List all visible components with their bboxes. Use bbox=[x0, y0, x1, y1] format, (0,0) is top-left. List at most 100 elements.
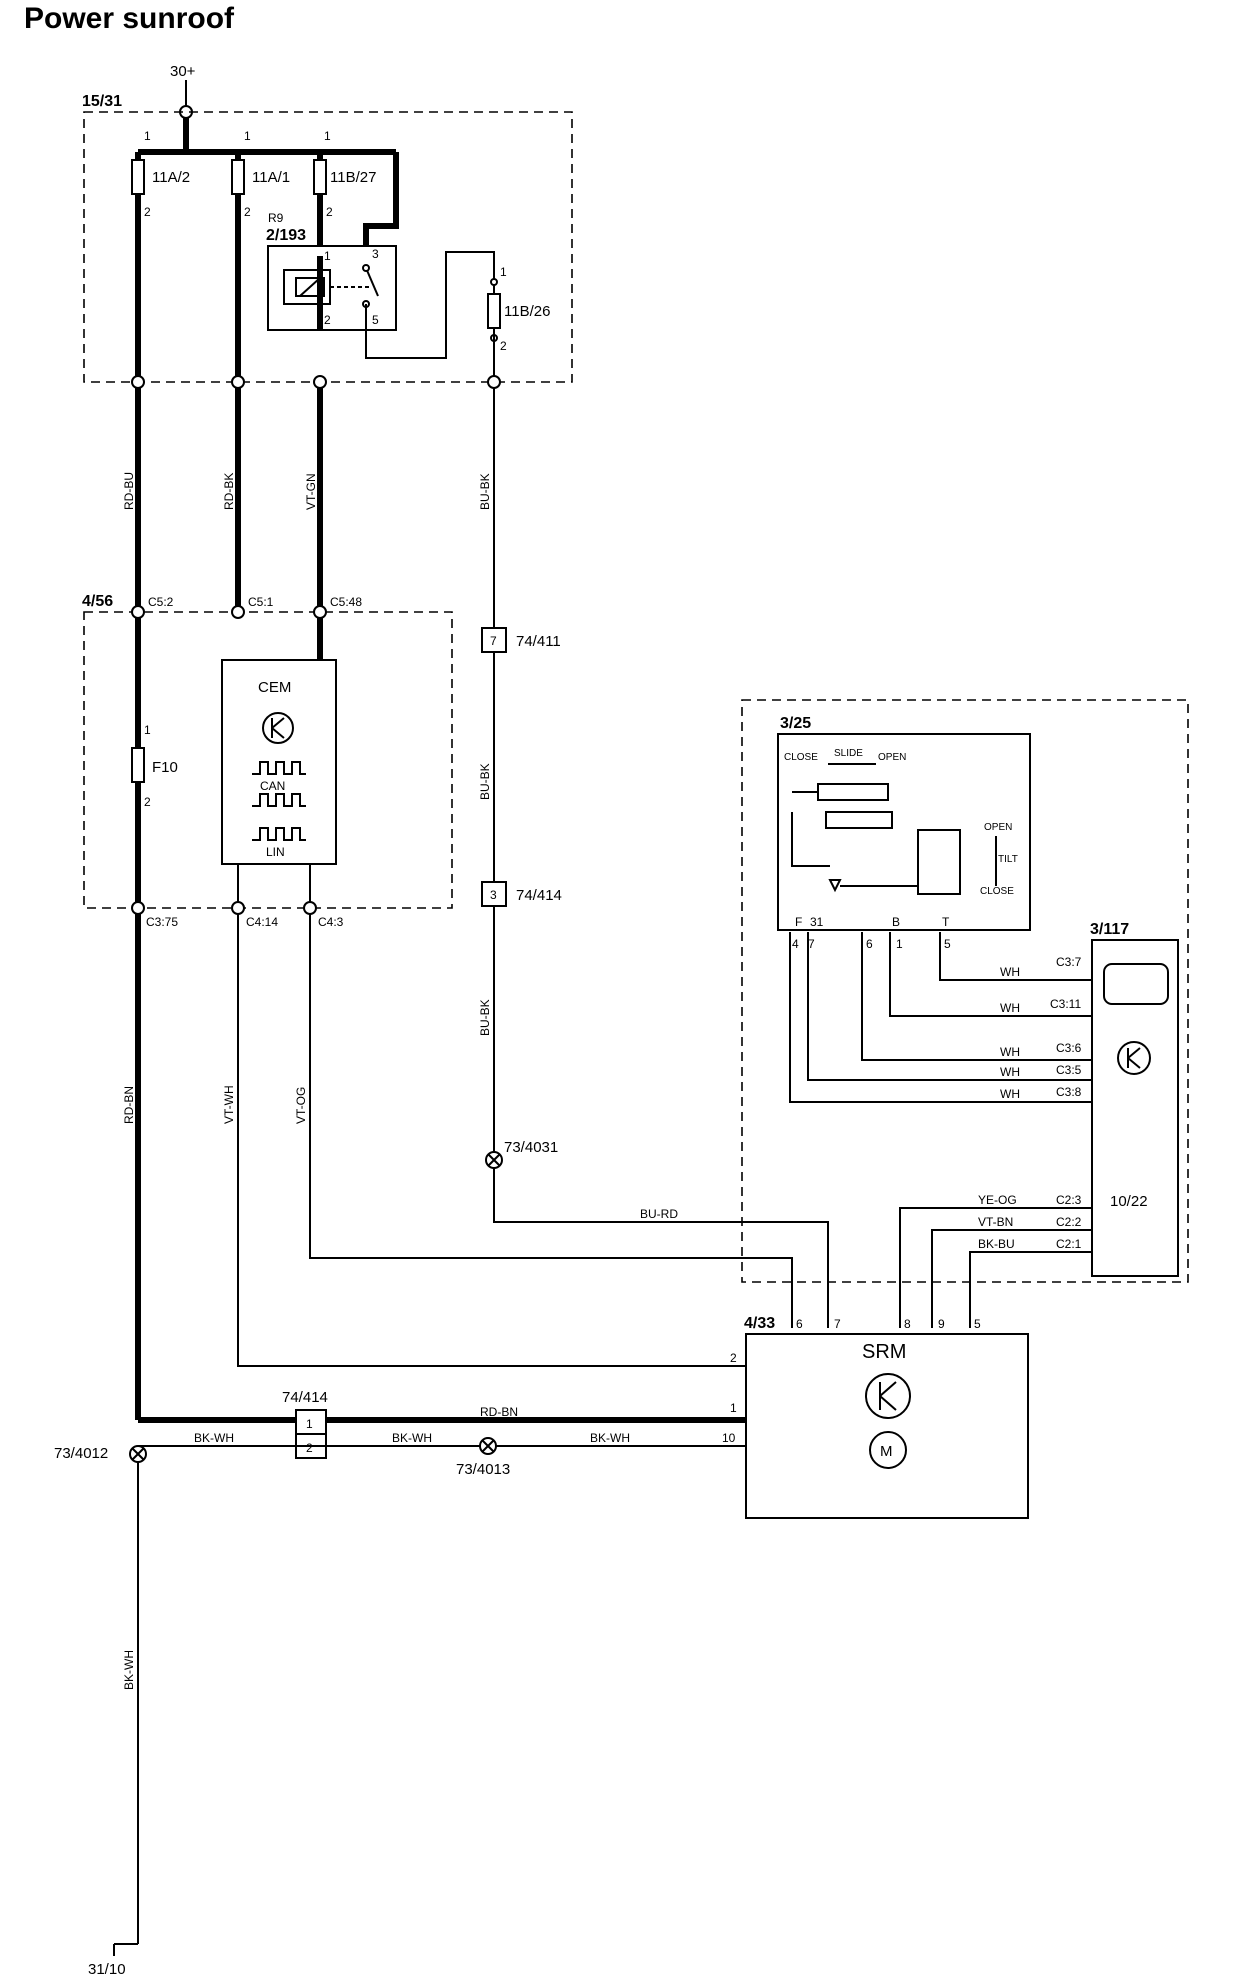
srm-pin-2: 2 bbox=[730, 1351, 737, 1365]
ground-73-4013-x2 bbox=[481, 1439, 495, 1453]
conn-c38: C3:8 bbox=[1056, 1085, 1082, 1099]
switch-3-25 bbox=[777, 733, 1031, 931]
led-icon bbox=[828, 879, 842, 893]
node-fb-4 bbox=[487, 375, 501, 389]
label-bk-wh-4: BK-WH bbox=[122, 1650, 136, 1690]
wire-wh-c38 bbox=[789, 932, 1092, 1103]
cem-ecu-icon bbox=[262, 712, 294, 744]
relay-coil-mark bbox=[299, 277, 321, 297]
label-wh-c38: WH bbox=[1000, 1087, 1020, 1101]
ground-73-4031-x2 bbox=[487, 1153, 501, 1167]
junction-74-411-label: 74/411 bbox=[516, 633, 561, 650]
page-title: Power sunroof bbox=[24, 2, 235, 35]
srm-ecu-line1 bbox=[879, 1381, 897, 1397]
fuse-11b27 bbox=[313, 159, 327, 195]
srm-ecu-line2 bbox=[879, 1395, 897, 1411]
lin-label: LIN bbox=[266, 845, 285, 859]
switch-internal-wire-1 bbox=[791, 812, 830, 867]
bus-pin-1c: 1 bbox=[324, 129, 331, 143]
conn-c37: C3:7 bbox=[1056, 955, 1082, 969]
wire-wh-c35 bbox=[807, 932, 1092, 1081]
label-rd-bu: RD-BU bbox=[122, 472, 136, 510]
node-fb-2 bbox=[231, 375, 245, 389]
label-bk-wh-1: BK-WH bbox=[194, 1431, 234, 1445]
conn-c375: C3:75 bbox=[146, 915, 178, 929]
relay-pin2: 2 bbox=[324, 313, 331, 327]
cem-boundary bbox=[83, 611, 453, 909]
label-bu-bk-2: BU-BK bbox=[478, 763, 492, 800]
motor-symbol: M bbox=[880, 1443, 893, 1460]
switch-pin-f: F bbox=[795, 915, 802, 929]
label-vt-gn: VT-GN bbox=[304, 473, 318, 510]
label-ye-og: YE-OG bbox=[978, 1193, 1017, 1207]
srm-ecu-icon bbox=[865, 1373, 911, 1419]
junction-74-414-top-label: 74/414 bbox=[516, 887, 562, 904]
label-wh-c37: WH bbox=[1000, 965, 1020, 979]
node-c43 bbox=[303, 901, 317, 915]
junction-74-414-bottom-label: 74/414 bbox=[282, 1389, 328, 1406]
node-c52 bbox=[131, 605, 145, 619]
junction-74-414-top bbox=[481, 881, 507, 907]
conn-c22: C2:2 bbox=[1056, 1215, 1082, 1229]
relay-contact bbox=[365, 267, 379, 297]
ground-73-4013-label: 73/4013 bbox=[456, 1461, 510, 1478]
relay-label: 2/193 bbox=[266, 227, 306, 244]
srm-box-label: 4/33 bbox=[744, 1315, 775, 1332]
wire-vt-og bbox=[309, 914, 793, 1328]
label-wh-c36: WH bbox=[1000, 1045, 1020, 1059]
ground-label: 31/10 bbox=[88, 1961, 126, 1978]
node-fb-1 bbox=[131, 375, 145, 389]
switch-pin-6: 6 bbox=[866, 937, 873, 951]
conn-c414: C4:14 bbox=[246, 915, 278, 929]
srm-pin-7: 7 bbox=[834, 1317, 841, 1331]
conn-c21: C2:1 bbox=[1056, 1237, 1082, 1251]
switch-pin-b: B bbox=[892, 915, 900, 929]
conn-c52: C5:2 bbox=[148, 595, 174, 609]
bus-pin-1a: 1 bbox=[144, 129, 151, 143]
switch-module-label: 3/117 bbox=[1090, 921, 1129, 938]
label-vt-wh: VT-WH bbox=[222, 1085, 236, 1124]
label-wh-c35: WH bbox=[1000, 1065, 1020, 1079]
label-wh-c311: WH bbox=[1000, 1001, 1020, 1015]
wire-bk-bu bbox=[969, 1251, 1092, 1328]
junction-bottom-pin2: 2 bbox=[306, 1441, 313, 1455]
fuse-11b26-label: 11B/26 bbox=[504, 303, 550, 320]
fuse-11a2-label: 11A/2 bbox=[152, 169, 190, 186]
fuse-11a1 bbox=[231, 159, 245, 195]
fuse-11b27-pin2: 2 bbox=[326, 205, 333, 219]
switch-label-close: CLOSE bbox=[784, 752, 818, 763]
label-bk-wh-2: BK-WH bbox=[392, 1431, 432, 1445]
conn-c51: C5:1 bbox=[248, 595, 274, 609]
wire-wh-c36 bbox=[861, 932, 1092, 1061]
srm-pin-9: 9 bbox=[938, 1317, 945, 1331]
wire-wh-c311 bbox=[889, 932, 1092, 1017]
relay-id: R9 bbox=[268, 211, 284, 225]
switch-pin-t: T bbox=[942, 915, 950, 929]
can-label: CAN bbox=[260, 779, 285, 793]
conn-c36: C3:6 bbox=[1056, 1041, 1082, 1055]
conn-c23: C2:3 bbox=[1056, 1193, 1082, 1207]
conn-c548: C5:48 bbox=[330, 595, 362, 609]
wire-wh-c37 bbox=[939, 932, 1092, 981]
bus-pin-1b: 1 bbox=[244, 129, 251, 143]
tilt-contact bbox=[917, 829, 961, 895]
can-wave-icon-1 bbox=[252, 761, 306, 775]
srm-module bbox=[745, 1333, 1029, 1519]
switch-label-tilt: TILT bbox=[998, 854, 1018, 865]
switch-pin-4: 4 bbox=[792, 937, 799, 951]
motor-icon bbox=[869, 1431, 907, 1469]
wire-bu-rd bbox=[493, 1168, 829, 1328]
cem-ecu-icon-line1 bbox=[271, 717, 285, 729]
relay-pin1: 1 bbox=[324, 249, 331, 263]
junction-74-411-pin: 7 bbox=[490, 634, 497, 648]
relay-pin3: 3 bbox=[372, 247, 379, 261]
srm-label: SRM bbox=[862, 1341, 906, 1363]
junction-74-411 bbox=[481, 627, 507, 653]
node-c414 bbox=[231, 901, 245, 915]
label-bu-bk-1: BU-BK bbox=[478, 473, 492, 510]
switch-module-sub: 10/22 bbox=[1110, 1193, 1148, 1210]
can-wave-icon-2 bbox=[252, 793, 306, 807]
switch-module-ecu-icon bbox=[1117, 1041, 1151, 1075]
fuse-11a1-pin2: 2 bbox=[244, 205, 251, 219]
